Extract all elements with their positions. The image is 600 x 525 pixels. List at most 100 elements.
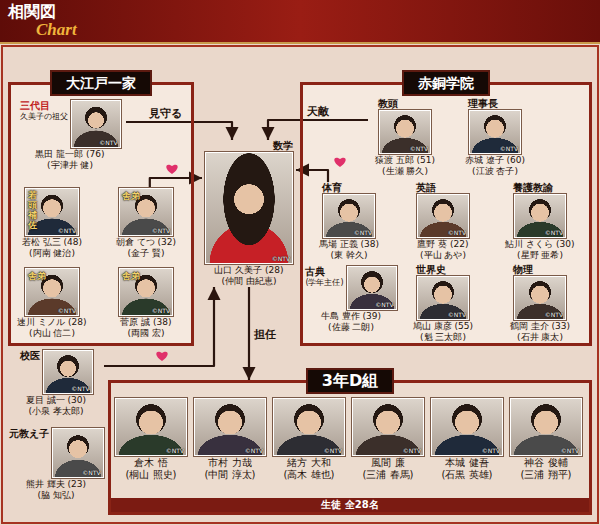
chart-title: 相関図 — [8, 3, 56, 21]
relation-arrow — [126, 122, 232, 140]
name-line: 黒田 龍一郎 (76) — [35, 149, 104, 160]
panel-ground — [300, 82, 592, 346]
name-block: 馬場 正義 (38)(東 幹久) — [319, 239, 379, 261]
portrait-photo: ©NTV — [510, 398, 582, 456]
overlay-anchor: 舎弟 — [122, 191, 140, 201]
name-line: 鶴岡 圭介 (33) — [510, 321, 570, 332]
portrait-photo: ©NTV — [323, 194, 375, 238]
relation-arrow — [248, 287, 250, 380]
header-band — [0, 0, 600, 44]
name-line: (宇津井 健) — [47, 160, 93, 171]
name-line: (生瀬 勝久) — [382, 166, 428, 177]
portrait-photo: ©NTV — [205, 152, 293, 264]
copyright-mark: ©NTV — [561, 447, 579, 454]
portrait-photo: 舎弟 ©NTV — [119, 188, 173, 236]
copyright-mark: ©NTV — [82, 469, 100, 476]
rank-tag: 舎弟 — [28, 271, 46, 281]
character-card: 古典(学年主任)©NTV牛島 豊作 (39)(佐藤 二朗) — [303, 266, 399, 333]
character-card: 若頭補佐 ©NTV 若松 弘三 (48)(阿南 健治) — [14, 188, 90, 259]
name-line: (佐藤 二朗) — [328, 322, 374, 333]
name-line: 菅原 誠 (38) — [120, 317, 171, 328]
copyright-mark: ©NTV — [403, 447, 421, 454]
relation-arrow — [150, 178, 202, 188]
role-label: 校医 — [20, 350, 40, 362]
role-label: 古典 — [305, 266, 325, 278]
role-label: 英語 — [416, 182, 436, 194]
overlay-anchor: ©NTV — [82, 469, 100, 476]
name-line: (高木 雄也) — [284, 469, 335, 481]
footer-anchor: 生徒 全28名 — [111, 498, 589, 512]
name-block: 鳩山 康彦 (55)(魁 三太郎) — [413, 321, 473, 343]
portrait-photo: ©NTV — [273, 398, 345, 456]
character-card: 舎弟©NTV速川 ミノル (28)(内山 信二) — [14, 268, 90, 339]
portrait-photo: ©NTV — [469, 110, 521, 154]
portrait-photo: ©NTV — [417, 276, 469, 320]
character-card: 三代目久美子の祖父©NTV黒田 龍一郎 (76)(宇津井 健) — [14, 100, 126, 171]
role-block: 数学 — [273, 140, 296, 152]
rank-tag: 若頭補佐 — [28, 191, 37, 231]
portrait-photo: ©NTV — [52, 428, 104, 478]
panel-ground — [108, 380, 592, 515]
overlay-anchor: ©NTV — [58, 307, 76, 314]
heading-anchor: 3年D組 — [111, 368, 589, 394]
copyright-mark: ©NTV — [375, 301, 393, 308]
edge-label-anchor: 担任 — [252, 327, 278, 340]
card-row: 校医 ©NTV — [20, 350, 93, 394]
role-block: 校医 — [20, 350, 43, 362]
copyright-mark: ©NTV — [410, 145, 428, 152]
overlay-anchor: ©NTV — [500, 145, 518, 152]
name-line: (石井 康太) — [517, 332, 563, 343]
name-line: 赤城 遼子 (60) — [465, 155, 525, 166]
name-block: 風間 廉(三浦 春馬) — [363, 457, 414, 481]
overlay-anchor: ©NTV — [152, 307, 170, 314]
heading-anchor: 大江戸一家 — [11, 70, 191, 96]
role-label: 世界史 — [416, 264, 446, 276]
name-line: 熊井 輝夫 (23) — [26, 479, 86, 490]
name-block: 神谷 俊輔(三浦 翔平) — [521, 457, 572, 481]
name-block: 緒方 大和(高木 雄也) — [284, 457, 335, 481]
name-line: (平山 あや) — [420, 250, 466, 261]
name-line: 本城 健吾 — [445, 457, 488, 469]
portrait-photo: ©NTV — [352, 398, 424, 456]
overlay-anchor: ©NTV — [324, 447, 342, 454]
name-line: (金子 賢) — [128, 248, 165, 259]
overlay-anchor: ©NTV — [58, 227, 76, 234]
name-line: 風間 廉 — [371, 457, 404, 469]
copyright-mark: ©NTV — [448, 229, 466, 236]
name-block: 鶴岡 圭介 (33)(石井 康太) — [510, 321, 570, 343]
name-line: 市村 力哉 — [208, 457, 251, 469]
overlay-anchor: ©NTV — [272, 255, 290, 262]
character-card: 養護教諭©NTV鮎川 さくら (30)(星野 亜希) — [500, 182, 580, 261]
name-block: 倉木 悟(桐山 照史) — [126, 457, 177, 481]
portrait-photo: ©NTV — [514, 276, 566, 320]
overlay-anchor: ©NTV — [245, 447, 263, 454]
character-card: ©NTV 神谷 俊輔(三浦 翔平) — [509, 398, 583, 481]
character-card: ©NTV市村 力哉(中間 淳太) — [193, 398, 267, 481]
group-heading: 大江戸一家 — [50, 70, 152, 96]
overlay-anchor: ©NTV — [482, 447, 500, 454]
name-line: (東 幹久) — [331, 250, 368, 261]
overlay-anchor: ©NTV — [375, 301, 393, 308]
role-block: 体育 — [312, 182, 345, 194]
copyright-mark: ©NTV — [545, 229, 563, 236]
copyright-mark: ©NTV — [99, 139, 117, 146]
card-row: 三代目久美子の祖父©NTV — [20, 100, 121, 148]
name-block: 菅原 誠 (38)(両國 宏) — [120, 317, 171, 339]
copyright-mark: ©NTV — [482, 447, 500, 454]
name-block: 夏目 誠一 (30)(小泉 孝太郎) — [26, 395, 86, 417]
role-label: 久美子の祖父 — [20, 112, 68, 122]
overlay-anchor: ©NTV — [71, 385, 89, 392]
copyright-mark: ©NTV — [152, 227, 170, 234]
card-row: 元教え子©NTV — [9, 428, 104, 478]
role-block: 古典(学年主任) — [305, 266, 346, 288]
character-card: 体育©NTV馬場 正義 (38)(東 幹久) — [312, 182, 386, 261]
edge-label: 見守る — [147, 107, 184, 120]
copyright-mark: ©NTV — [448, 311, 466, 318]
name-block: 若松 弘三 (48)(阿南 健治) — [22, 237, 82, 259]
role-label: 理事長 — [468, 98, 498, 110]
role-label: (学年主任) — [305, 278, 343, 288]
edge-label-anchor: 見守る — [147, 107, 184, 120]
name-block: 鷹野 葵 (22)(平山 あや) — [417, 239, 468, 261]
name-line: (星野 亜希) — [517, 250, 563, 261]
